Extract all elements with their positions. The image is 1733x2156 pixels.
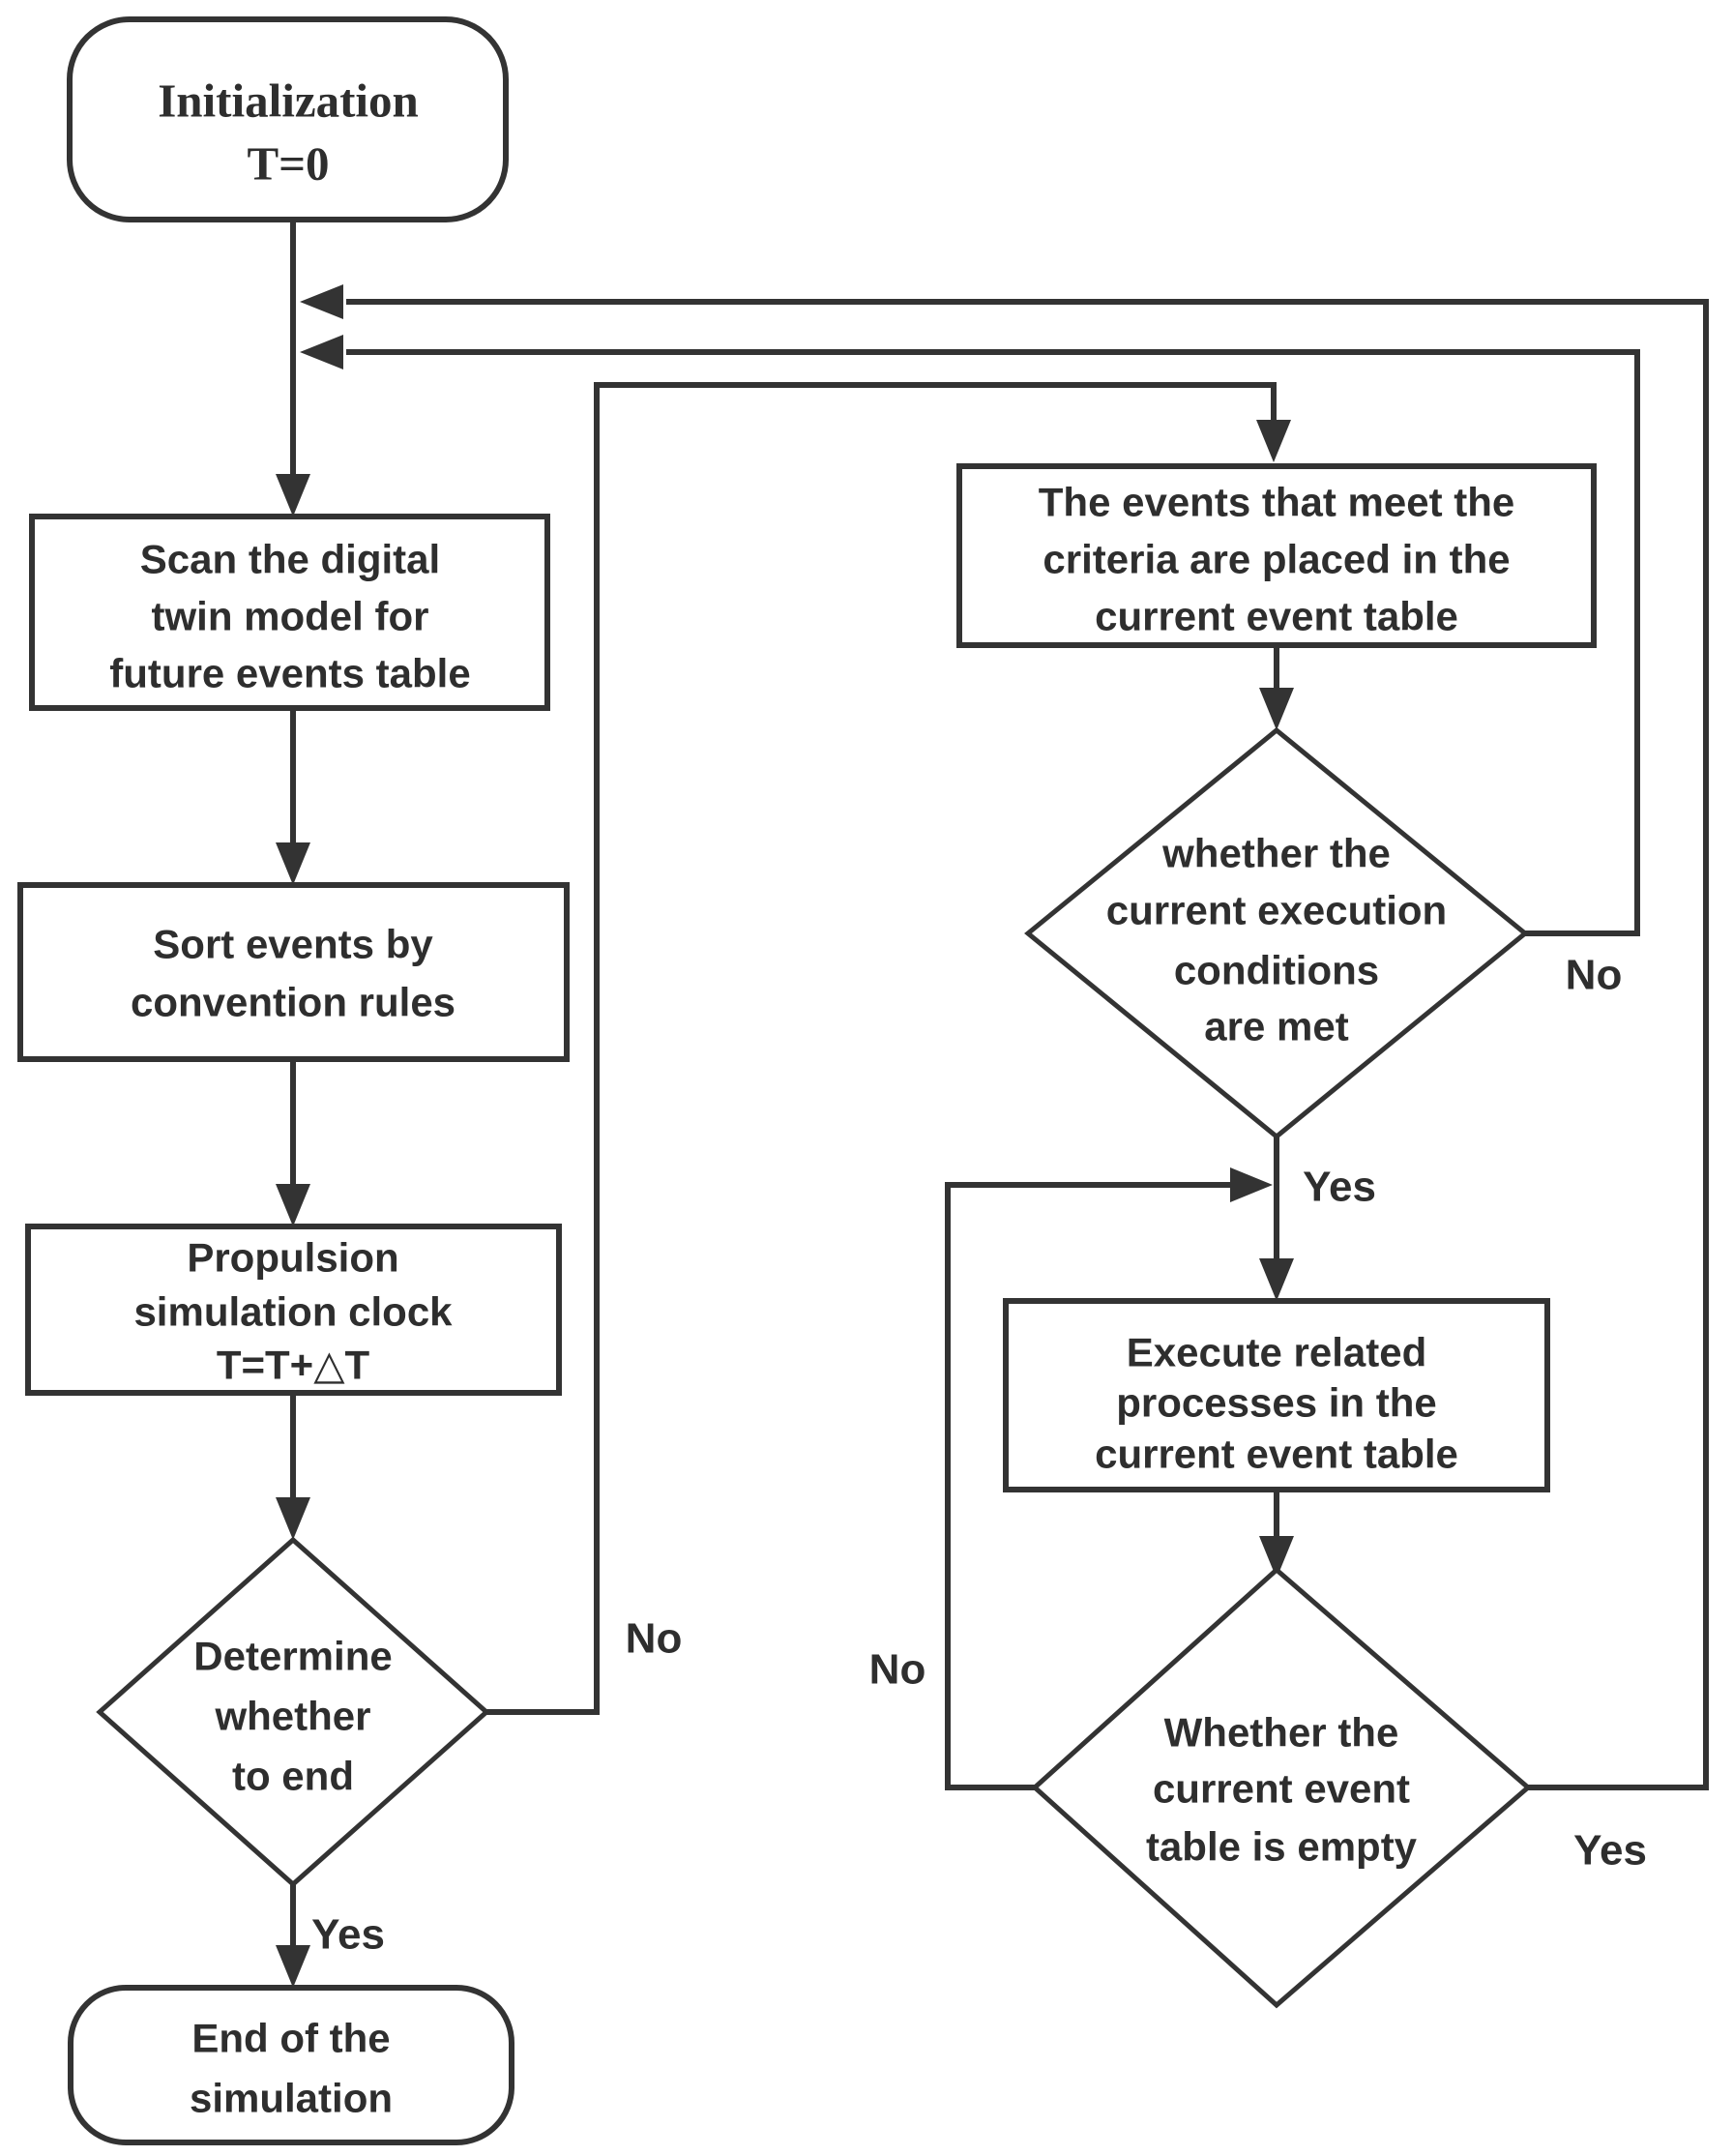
process-shape	[25, 1224, 562, 1396]
node-place-events-in-current-table: The events that meet the criteria are pl…	[956, 463, 1597, 648]
node-determine-whether-to-end: Determine whether to end	[96, 1536, 490, 1888]
edge-exec-check-no-return	[346, 349, 1640, 936]
node-end-check-line3: to end	[232, 1754, 354, 1799]
edge-empty-check-yes-return	[346, 299, 1709, 1790]
process-shape	[29, 514, 550, 711]
terminator-shape	[68, 1985, 514, 2145]
node-end-of-simulation: End of the simulation	[68, 1985, 514, 2145]
arrowhead-into-sort	[276, 842, 310, 885]
node-initialization-line2: T=0	[247, 137, 329, 191]
edge-label-empty-check-no: No	[869, 1646, 926, 1694]
node-end-line2: simulation	[190, 2076, 393, 2121]
node-execution-conditions-check: whether the current execution conditions…	[1024, 726, 1529, 1140]
arrowhead-into-exec-check	[1259, 688, 1294, 730]
arrowhead-return-exec-no	[300, 335, 343, 369]
arrowhead-into-scan	[276, 474, 310, 517]
node-execute-line3: current event table	[1095, 1432, 1458, 1477]
edge-end-check-no-to-place-events	[486, 382, 1277, 1715]
node-scan-line1: Scan the digital	[140, 537, 440, 582]
node-end-check-line1: Determine	[193, 1634, 392, 1679]
edge-label-end-check-yes: Yes	[311, 1911, 385, 1959]
node-scan-line2: twin model for	[152, 594, 429, 639]
arrowhead-into-place-events	[1256, 420, 1291, 462]
node-place-events-line1: The events that meet the	[1039, 480, 1514, 525]
edge-label-end-check-no: No	[626, 1615, 683, 1663]
decision-shape	[1024, 726, 1529, 1140]
arrowhead-into-execute	[1259, 1258, 1294, 1301]
node-empty-check-line2: current event	[1153, 1766, 1410, 1812]
node-execute-related-processes: Execute related processes in the current…	[1003, 1298, 1550, 1492]
arrowhead-into-empty-check	[1259, 1536, 1294, 1579]
edge-label-empty-check-yes: Yes	[1573, 1827, 1647, 1875]
node-place-events-line3: current event table	[1095, 594, 1458, 639]
node-exec-check-line2: current execution	[1106, 888, 1447, 933]
node-clock-line3: T=T+△T	[217, 1343, 370, 1388]
edge-label-exec-check-no: No	[1566, 952, 1623, 999]
node-execute-line2: processes in the	[1116, 1380, 1436, 1426]
node-sort-line2: convention rules	[131, 980, 455, 1025]
arrowhead-into-end-check	[276, 1497, 310, 1540]
node-end-check-line2: whether	[214, 1694, 370, 1739]
node-exec-check-line4: are met	[1204, 1004, 1348, 1049]
node-empty-check-line3: table is empty	[1146, 1824, 1418, 1870]
node-initialization-line1: Initialization	[158, 74, 419, 128]
arrowhead-return-empty-yes	[300, 284, 343, 319]
node-propulsion-clock: Propulsion simulation clock T=T+△T	[25, 1224, 562, 1396]
process-shape	[1003, 1298, 1550, 1492]
process-shape	[17, 882, 570, 1062]
edge-labels: No Yes No Yes No Yes	[311, 952, 1647, 1959]
decision-shape	[96, 1536, 490, 1888]
edge-label-exec-check-yes: Yes	[1303, 1164, 1376, 1211]
node-empty-check-line1: Whether the	[1164, 1710, 1399, 1756]
node-place-events-line2: criteria are placed in the	[1043, 537, 1510, 582]
decision-shape	[1031, 1566, 1532, 2009]
edge-empty-check-no-loop	[945, 1182, 1260, 1790]
node-scan-line3: future events table	[109, 651, 470, 696]
connectors	[276, 220, 1709, 1988]
node-clock-line1: Propulsion	[187, 1235, 398, 1281]
node-end-line1: End of the	[191, 2016, 390, 2061]
node-sort-events: Sort events by convention rules	[17, 882, 570, 1062]
node-sort-line1: Sort events by	[153, 922, 433, 967]
node-exec-check-line1: whether the	[1161, 831, 1391, 876]
node-clock-line2: simulation clock	[133, 1289, 453, 1335]
node-current-table-empty-check: Whether the current event table is empty	[1031, 1566, 1532, 2009]
arrowhead-into-clock	[276, 1184, 310, 1226]
arrowhead-into-end	[276, 1945, 310, 1988]
arrowhead-loop-into-yes-line	[1230, 1167, 1273, 1202]
node-execute-line1: Execute related	[1127, 1330, 1427, 1375]
terminator-shape	[67, 16, 509, 222]
node-initialization: Initialization T=0	[67, 16, 509, 222]
process-shape	[956, 463, 1597, 648]
node-scan-future-events: Scan the digital twin model for future e…	[29, 514, 550, 711]
node-exec-check-line3: conditions	[1174, 948, 1379, 993]
